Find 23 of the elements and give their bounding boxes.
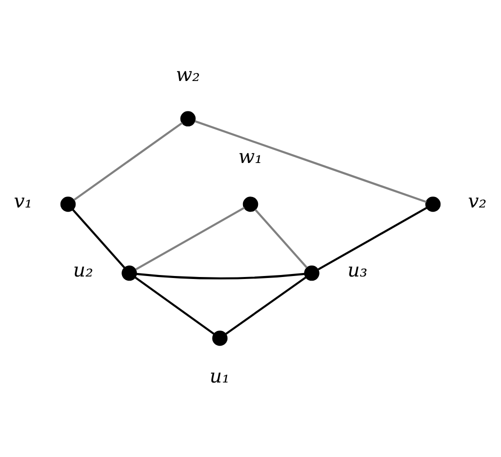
connector [72, 209, 126, 268]
node-label: u₃ [347, 258, 368, 282]
node-label: v₂ [468, 189, 487, 212]
connector [73, 122, 183, 201]
node-circle [122, 266, 137, 281]
node-circle [425, 196, 441, 212]
connector [136, 272, 305, 280]
connector [194, 120, 427, 203]
connector [135, 206, 245, 270]
node-label: u₁ [210, 364, 230, 388]
node-label: v₁ [14, 189, 32, 212]
node-label: w₁ [238, 144, 262, 168]
node-circle [180, 111, 196, 126]
connector [318, 206, 428, 270]
node-label: u₂ [73, 258, 94, 282]
connector [254, 209, 308, 268]
connector [134, 276, 214, 335]
node-circle [60, 196, 76, 212]
node-circle [242, 196, 258, 212]
node-circle [304, 266, 320, 281]
node-circle [212, 330, 228, 346]
node-label: w₂ [176, 63, 200, 86]
connector [225, 276, 306, 335]
